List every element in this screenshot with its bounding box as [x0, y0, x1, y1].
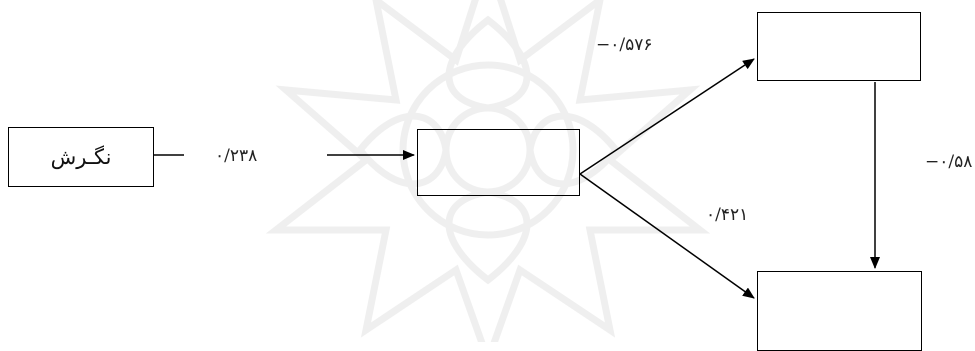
node-attitude-label: نگـرش [50, 145, 112, 169]
edge-middle-to-bottom-right [579, 173, 755, 299]
path-diagram: نگـرش ۰/۲۳۸ −۰/۵۷۶ ۰/۴۲۱ −۰/۵۸۰ [8, 0, 975, 351]
coefficient-top-right-to-bottom-right: −۰/۵۸۰ [925, 152, 975, 172]
node-top-right [757, 12, 921, 81]
coefficient-middle-to-top-right: −۰/۵۷۶ [596, 35, 653, 55]
coefficient-middle-to-bottom-right: ۰/۴۲۱ [706, 205, 749, 225]
edge-middle-to-top-right [579, 58, 755, 175]
node-attitude: نگـرش [8, 127, 154, 187]
diagram-edges [154, 58, 880, 299]
node-bottom-right [757, 271, 922, 351]
star-ornament-watermark-icon [265, 0, 711, 342]
coefficient-attitude-to-middle: ۰/۲۳۸ [215, 146, 258, 166]
node-middle [417, 129, 580, 196]
